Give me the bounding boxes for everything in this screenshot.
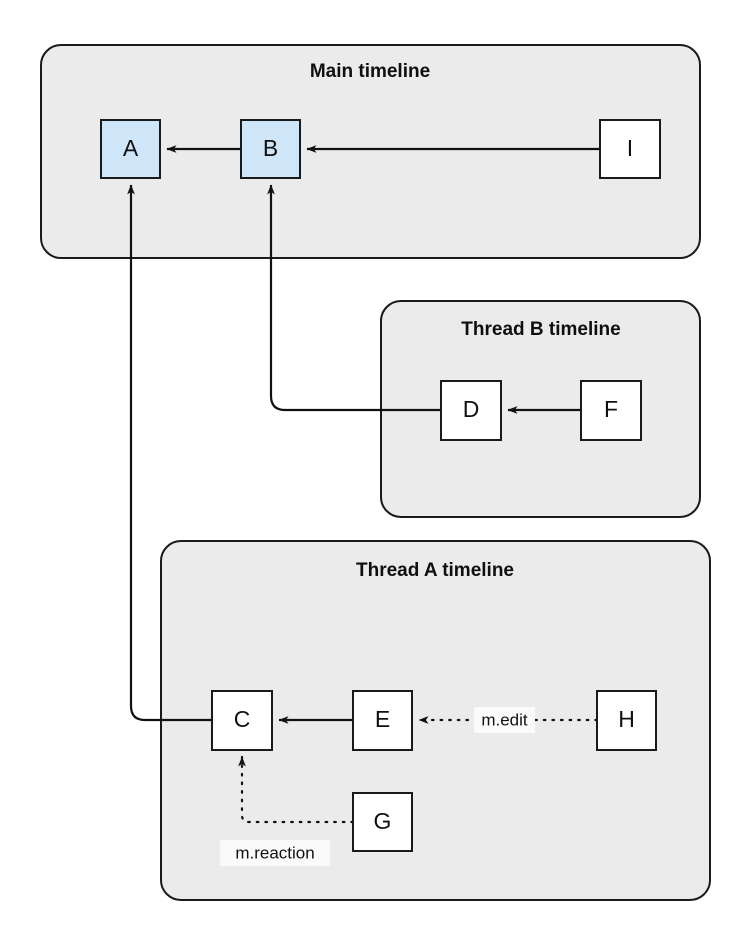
edge-g-to-c-m-reaction xyxy=(238,755,355,824)
container-thread-b-timeline-title: Thread B timeline xyxy=(461,319,620,340)
node-G-label: G xyxy=(374,808,392,834)
node-H[interactable]: H xyxy=(596,690,657,751)
node-B[interactable]: B xyxy=(240,119,301,179)
node-E-label: E xyxy=(375,706,390,732)
container-main-timeline-title: Main timeline xyxy=(310,61,430,82)
node-F-rect[interactable] xyxy=(580,380,642,441)
container-main-timeline-box xyxy=(40,44,701,259)
node-E[interactable]: E xyxy=(352,690,413,751)
node-A-label: A xyxy=(123,135,139,161)
node-D[interactable]: D xyxy=(440,380,502,441)
node-D-rect[interactable] xyxy=(440,380,502,441)
node-A[interactable]: A xyxy=(100,119,161,179)
node-H-label: H xyxy=(618,706,635,732)
node-C-label: C xyxy=(234,706,251,732)
edges-layer xyxy=(127,145,600,824)
edge-label-m-edit-bg xyxy=(474,707,535,733)
node-D-label: D xyxy=(463,396,480,422)
node-G[interactable]: G xyxy=(352,792,413,852)
edge-d-to-b xyxy=(267,184,441,412)
container-main-timeline: Main timeline xyxy=(40,44,701,259)
node-B-label: B xyxy=(263,135,278,161)
node-I-label: I xyxy=(627,135,633,161)
node-C-rect[interactable] xyxy=(211,690,273,751)
edge-label-m-edit-text: m.edit xyxy=(481,710,528,729)
node-E-rect[interactable] xyxy=(352,690,413,751)
node-G-rect[interactable] xyxy=(352,792,413,852)
edge-label-m-edit: m.edit xyxy=(474,707,535,733)
node-F-label: F xyxy=(604,396,618,422)
node-B-rect[interactable] xyxy=(240,119,301,179)
edge-c-to-a xyxy=(127,184,212,722)
node-A-rect[interactable] xyxy=(100,119,161,179)
node-H-rect[interactable] xyxy=(596,690,657,751)
edge-label-m-reaction-text: m.reaction xyxy=(235,843,314,862)
node-C[interactable]: C xyxy=(211,690,273,751)
node-I[interactable]: I xyxy=(599,119,661,179)
node-I-rect[interactable] xyxy=(599,119,661,179)
container-thread-a-timeline-title: Thread A timeline xyxy=(356,560,514,581)
edge-label-m-reaction-bg xyxy=(220,840,330,866)
edge-label-m-reaction: m.reaction xyxy=(220,840,330,866)
node-F[interactable]: F xyxy=(580,380,642,441)
